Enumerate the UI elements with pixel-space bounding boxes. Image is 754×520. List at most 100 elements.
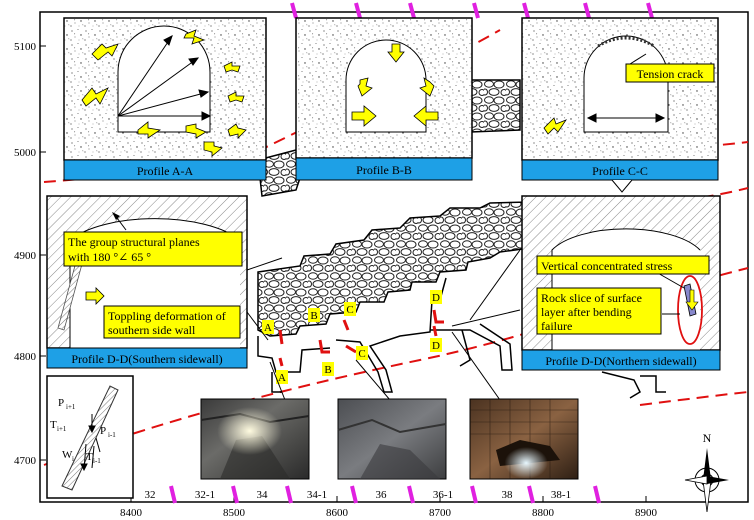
force-diagram-inset: P i+1 T i+1 P i-1 T i-1 W i (46, 375, 134, 499)
arrow-down-icon (387, 43, 405, 63)
caption-bar (63, 159, 267, 181)
caption-bar (521, 349, 721, 371)
force-t-bottom: T (86, 451, 93, 463)
marker-d-top (430, 290, 442, 304)
force-w-sub: i (72, 455, 74, 463)
marker-c-top-label: C (346, 304, 353, 316)
profile-caption: Profile C-C (592, 164, 648, 178)
x-tick-label: 8900 (635, 507, 658, 519)
y-tick-label: 5100 (14, 41, 37, 53)
profile-caption: Profile B-B (356, 163, 412, 177)
field-photo-2 (337, 398, 447, 480)
tension-crack-label: Tension crack (637, 67, 704, 81)
arrow-icon (183, 29, 206, 45)
arrow-icon (137, 121, 162, 139)
tension-crack-mark (597, 36, 655, 48)
force-t-bottom-sub: i-1 (93, 457, 101, 465)
rock-slice-label-line3: failure (541, 319, 572, 333)
y-tick-label: 4800 (14, 351, 37, 363)
x-tick-label: 8500 (223, 507, 246, 519)
force-p-right-sub: i-1 (108, 431, 116, 439)
arrow-icon (223, 61, 241, 73)
force-t-left-sub: i+1 (57, 425, 67, 433)
line-number: 34-1 (307, 489, 327, 501)
marker-b-top-label: B (310, 310, 317, 322)
marker-d-bot (430, 338, 442, 352)
y-tick-label: 4700 (14, 455, 37, 467)
arrow-icon (185, 123, 207, 139)
arrow-icon (81, 87, 109, 107)
caption-bar (46, 347, 248, 369)
label-box (536, 255, 710, 275)
structural-planes-label-line2: with 180 °∠ 65 ° (68, 250, 151, 264)
y-tick-label: 5000 (14, 147, 37, 159)
x-tick-label: 8600 (326, 507, 349, 519)
line-number: 38-1 (551, 489, 571, 501)
arrow-icon (227, 123, 247, 139)
marker-a-top-label: A (264, 322, 272, 334)
profile-c-c: Tension crack Profile C-C (521, 17, 719, 193)
marker-c-bot (356, 346, 368, 360)
failure-highlight (677, 275, 703, 345)
survey-line-marks (169, 2, 654, 504)
force-w: W (62, 449, 73, 461)
rock-slab (61, 385, 119, 491)
marker-a-top (262, 320, 274, 334)
x-tick-label: 8400 (120, 507, 143, 519)
caption-bar (295, 157, 473, 181)
force-p-top-sub: i+1 (66, 403, 76, 411)
vertical-stress-label: Vertical concentrated stress (541, 259, 673, 273)
line-number: 32-1 (195, 489, 215, 501)
y-axis: 5100 5000 4900 4800 4700 (14, 41, 46, 467)
arrow-icon (203, 141, 223, 157)
x-tick-label: 8800 (532, 507, 555, 519)
arrow-icon (543, 117, 568, 135)
arrow-icon (227, 91, 245, 103)
profile-d-d-southern: The group structural planes with 180 °∠ … (46, 195, 248, 369)
arrow-right-icon (85, 287, 105, 305)
profile-caption: Profile A-A (137, 164, 194, 178)
marker-c-top (344, 302, 356, 316)
label-box (625, 63, 715, 83)
toppling-label-line2: southern side wall (108, 323, 196, 337)
x-tick-label: 8700 (429, 507, 452, 519)
force-p-right: P (100, 425, 106, 437)
line-number: 36 (376, 489, 388, 501)
field-photo-3 (469, 398, 579, 480)
line-numbers: 32 32-1 34 34-1 36 36-1 38 38-1 (145, 489, 572, 501)
rock-slice-label-line1: Rock slice of surface (541, 291, 642, 305)
marker-b-bot (322, 362, 334, 376)
marker-d-top-label: D (432, 292, 440, 304)
profile-a-a: Profile A-A (63, 17, 267, 181)
label-box (536, 287, 662, 335)
line-number: 34 (257, 489, 269, 501)
label-box (63, 231, 243, 267)
marker-a-bot-label: A (278, 372, 286, 384)
label-box (103, 305, 241, 339)
x-axis: 8400 8500 8600 8700 8800 8900 (120, 496, 658, 519)
compass-north-label: N (703, 431, 712, 445)
rubble-zone (257, 201, 531, 337)
line-number: 36-1 (433, 489, 453, 501)
arrow-right-icon (351, 105, 377, 127)
profile-caption: Profile D-D(Southern sidewall) (71, 352, 222, 366)
profile-caption: Profile D-D(Northern sidewall) (545, 354, 696, 368)
marker-a-bot (276, 370, 288, 384)
north-compass-icon: N (684, 431, 729, 513)
arrow-left-icon (413, 105, 439, 127)
section-markers: A A B B C C D D (262, 290, 444, 384)
profile-d-d-northern: Vertical concentrated stress Rock slice … (521, 195, 721, 371)
marker-c-bot-label: C (358, 348, 365, 360)
force-t-left: T (50, 419, 57, 431)
structural-planes-label-line1: The group structural planes (68, 235, 200, 249)
marker-b-bot-label: B (324, 364, 331, 376)
rock-slice-label-line2: layer after bending (541, 305, 632, 319)
arrow-icon (419, 77, 435, 97)
arrow-icon (357, 77, 373, 97)
line-number: 38 (502, 489, 514, 501)
marker-b-top (308, 308, 320, 322)
callout-connectors (246, 249, 521, 401)
toppling-label-line1: Toppling deformation of (108, 309, 226, 323)
line-number: 32 (145, 489, 156, 501)
